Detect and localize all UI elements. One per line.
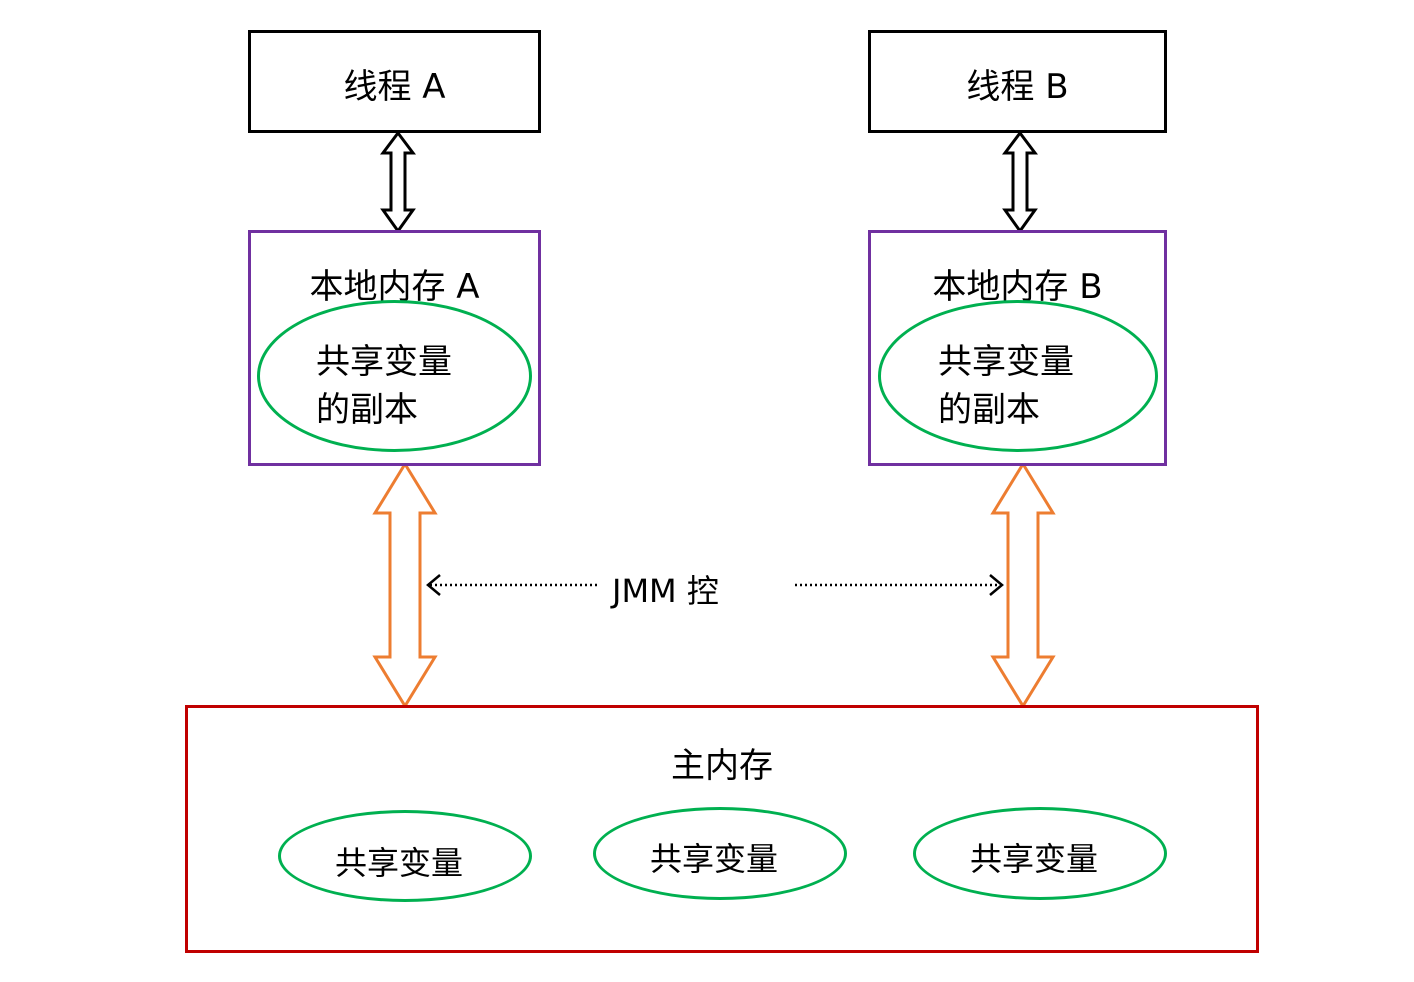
local-a-copy-line1: 共享变量 [316,342,452,382]
jmm-right-arrowhead [989,574,1004,596]
local-b-main-sync-arrow [990,461,1056,709]
thread-b-local-arrow [1002,130,1038,234]
thread-b-box: 线程 B [868,30,1167,133]
thread-a-label: 线程 A [343,67,446,107]
local-a-main-sync-arrow [372,461,438,709]
main-memory-title: 主内存 [671,746,773,786]
local-b-copy-line2: 的副本 [938,390,1040,430]
jmm-left-arrowhead [426,574,441,596]
main-shared-variable-1 [278,810,532,902]
local-b-variable-copy [878,300,1158,452]
main-shared-variable-3-label: 共享变量 [970,840,1099,878]
main-shared-variable-3 [913,807,1167,900]
thread-a-box: 线程 A [248,30,541,133]
thread-b-label: 线程 B [966,67,1069,107]
local-a-copy-line2: 的副本 [316,390,418,430]
jmm-control-label: JMM 控 [612,572,719,610]
thread-a-local-arrow [380,130,416,234]
main-shared-variable-1-label: 共享变量 [335,844,464,882]
main-shared-variable-2-label: 共享变量 [650,840,779,878]
main-shared-variable-2 [593,807,847,900]
local-b-copy-line1: 共享变量 [938,342,1074,382]
local-a-variable-copy [257,300,532,452]
